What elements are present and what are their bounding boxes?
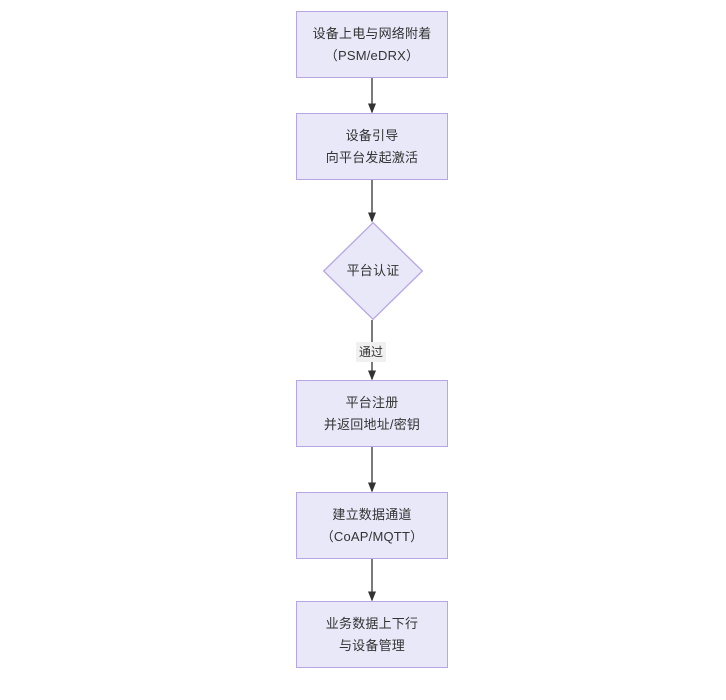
node-bootstrap-line-1: 设备引导: [345, 127, 399, 143]
node-power-on-line-1: 设备上电与网络附着: [312, 25, 432, 41]
node-platform-register-line-2: 并返回地址/密钥: [323, 416, 421, 432]
node-power-on[interactable]: 设备上电与网络附着 （PSM/eDRX）: [296, 11, 448, 78]
node-data-channel[interactable]: 建立数据通道 （CoAP/MQTT）: [296, 492, 448, 559]
diamond-shape-icon: [323, 222, 423, 320]
edge-label-pass: 通过: [356, 342, 387, 362]
node-service-data[interactable]: 业务数据上下行 与设备管理: [296, 601, 448, 668]
node-service-data-line-1: 业务数据上下行: [325, 615, 419, 631]
node-platform-auth[interactable]: 平台认证: [323, 222, 423, 320]
edge-label-pass-text: 通过: [359, 345, 384, 359]
node-bootstrap-line-2: 向平台发起激活: [325, 149, 419, 165]
node-platform-register-line-1: 平台注册: [345, 394, 399, 410]
node-data-channel-line-1: 建立数据通道: [332, 506, 412, 522]
node-power-on-line-2: （PSM/eDRX）: [324, 47, 420, 63]
node-data-channel-line-2: （CoAP/MQTT）: [320, 528, 424, 544]
node-bootstrap[interactable]: 设备引导 向平台发起激活: [296, 113, 448, 180]
node-service-data-line-2: 与设备管理: [338, 637, 405, 653]
node-platform-register[interactable]: 平台注册 并返回地址/密钥: [296, 380, 448, 447]
node-platform-auth-label: 平台认证: [346, 263, 400, 278]
